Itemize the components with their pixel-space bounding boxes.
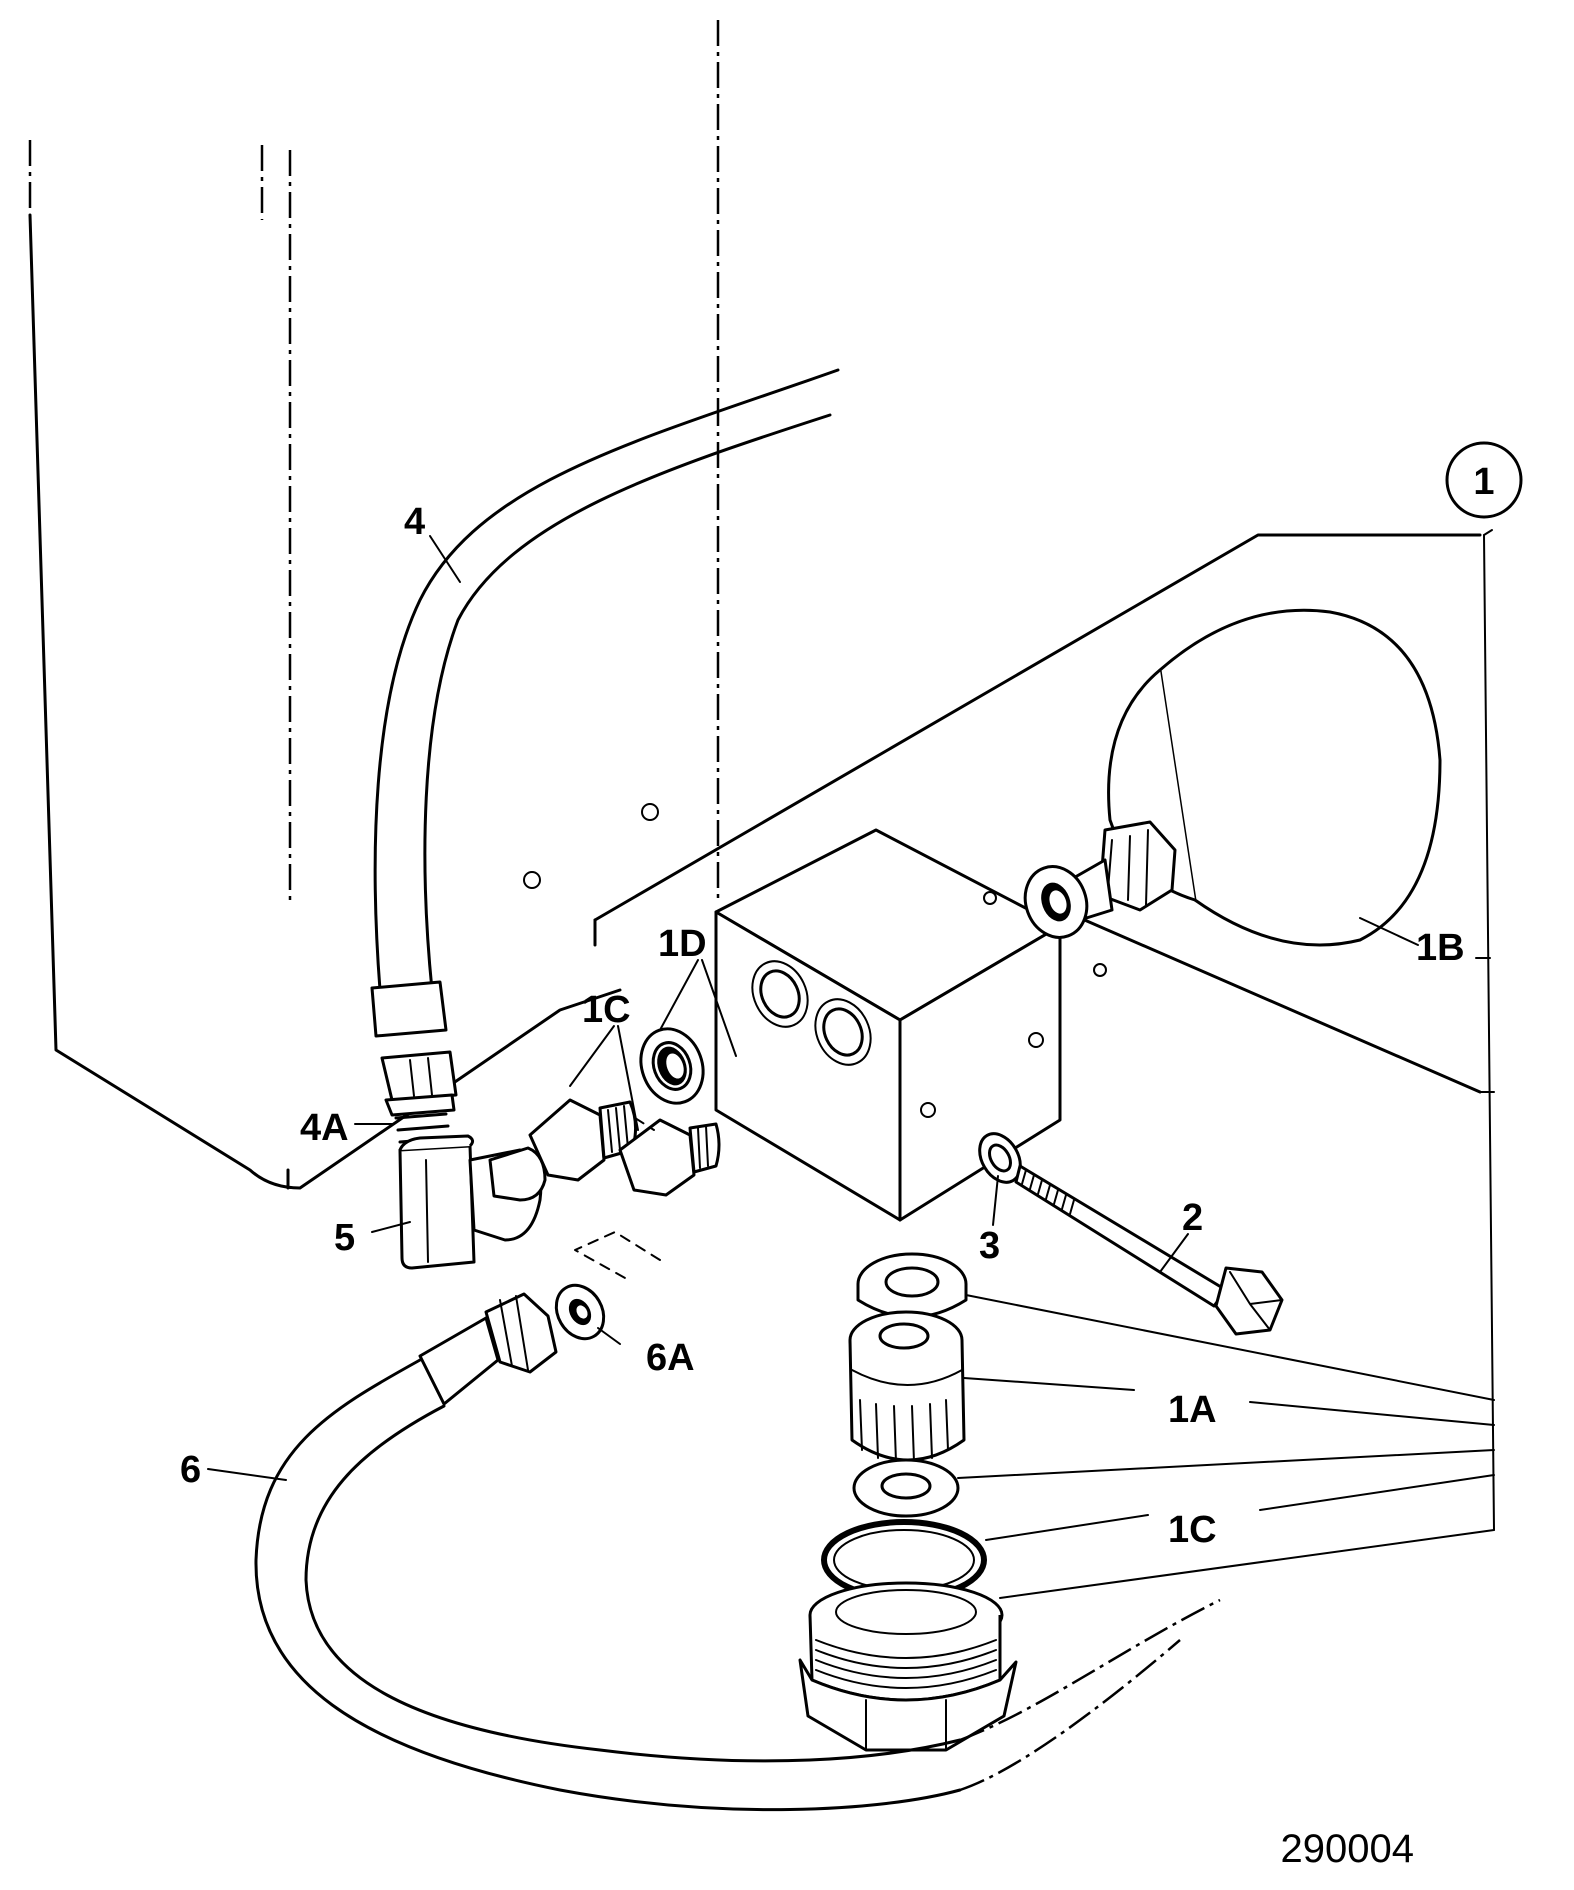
bolt-2-and-washer-3	[978, 1132, 1284, 1336]
part-labels: 4 4A 5 1C 1D 1B 2 3 1A 1C 6 6A	[180, 501, 1465, 1551]
hose-6	[254, 1283, 1221, 1812]
label-4a: 4A	[300, 1107, 349, 1149]
tank-housing	[28, 213, 622, 1190]
leader-lines	[207, 529, 1495, 1599]
label-1d: 1D	[658, 923, 707, 965]
label-1a: 1A	[1168, 1389, 1217, 1431]
label-5: 5	[334, 1217, 355, 1259]
callout-1-text: 1	[1473, 461, 1494, 503]
label-6a: 6A	[646, 1337, 695, 1379]
hidden-lines	[574, 1117, 661, 1279]
label-4: 4	[404, 501, 425, 543]
label-1c-bottom: 1C	[1168, 1509, 1217, 1551]
filter-stack-1a	[798, 1252, 1018, 1752]
label-1c-top: 1C	[582, 989, 631, 1031]
mounting-plate	[523, 533, 1482, 1094]
label-6: 6	[180, 1449, 201, 1491]
label-3: 3	[979, 1225, 1000, 1267]
callout-1: 1	[1445, 441, 1523, 519]
hose-4	[370, 368, 840, 1144]
accumulator-1b	[1023, 608, 1442, 947]
center-lines	[28, 20, 720, 900]
fitting-1c-upper	[528, 1098, 721, 1197]
figure-number: 290004	[1281, 1827, 1414, 1871]
tee-fitting-5	[398, 1134, 547, 1270]
manifold-block	[714, 828, 1107, 1222]
label-2: 2	[1182, 1197, 1203, 1239]
label-1b: 1B	[1416, 927, 1465, 969]
